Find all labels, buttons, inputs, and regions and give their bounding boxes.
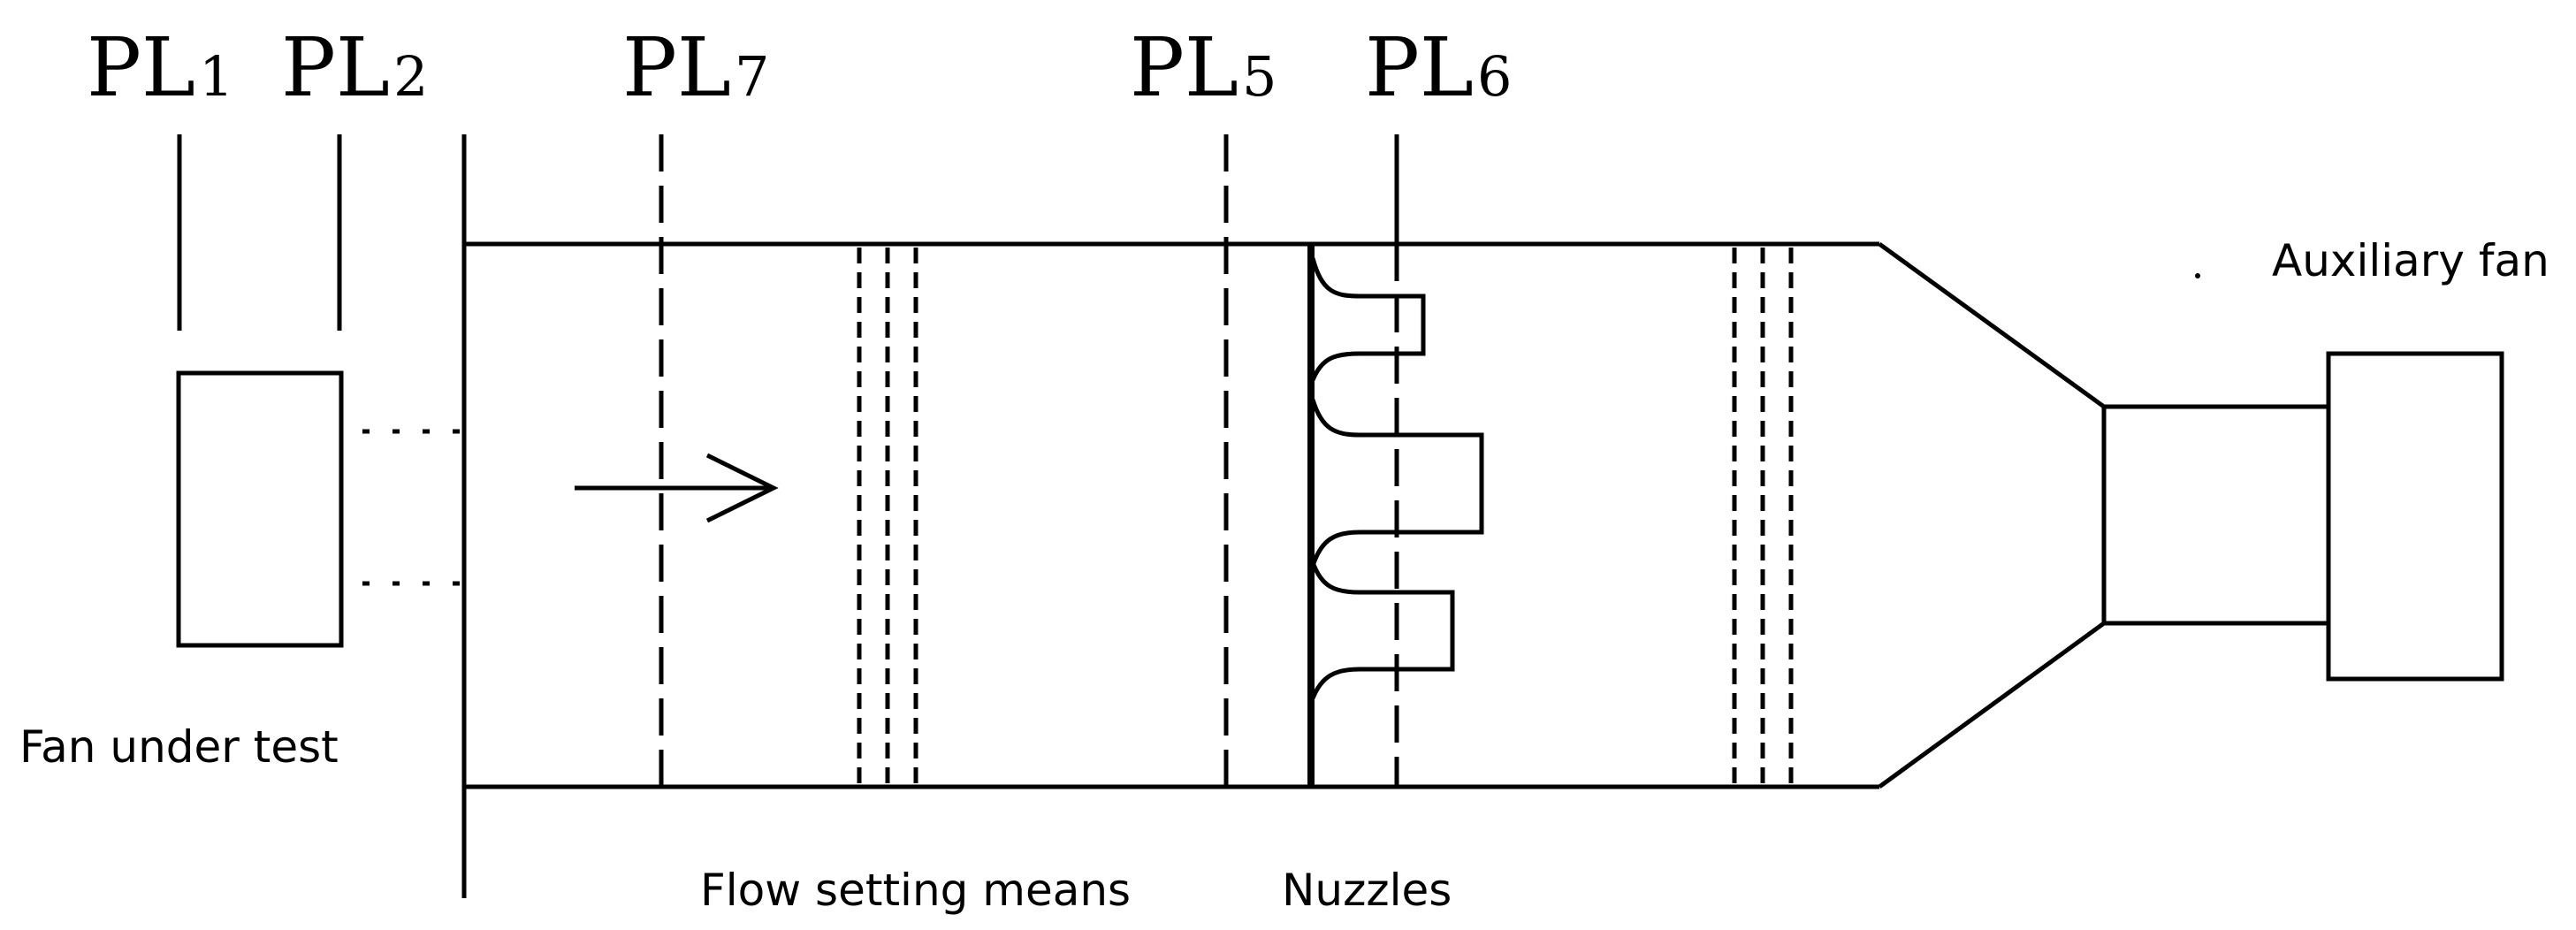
- fan-under-test-label: Fan under test: [19, 721, 339, 773]
- auxiliary-fan-label: Auxiliary fan: [2272, 235, 2549, 286]
- plane-label-main: PL: [1130, 20, 1238, 115]
- plane-label-pl6: PL6: [1365, 20, 1512, 115]
- svg-text:PL5: PL5: [1130, 20, 1277, 115]
- nozzle-bottom: [1310, 561, 1455, 699]
- auxiliary-fan-dot: [2195, 273, 2200, 278]
- plane-label-pl7: PL7: [622, 20, 769, 115]
- plane-label-main: PL: [281, 20, 390, 115]
- settling-screens: [1732, 248, 1794, 787]
- auxiliary-fan-box: [2326, 351, 2504, 682]
- svg-text:PL7: PL7: [622, 20, 769, 115]
- nozzles-group: [1310, 257, 1484, 699]
- plane-label-main: PL: [1365, 20, 1474, 115]
- flow-setting-means-screens: [857, 248, 918, 787]
- nozzles-label: Nuzzles: [1282, 865, 1452, 916]
- transition-cone-bottom: [1878, 621, 2106, 789]
- plane-label-pl5: PL5: [1130, 20, 1277, 115]
- svg-text:PL2: PL2: [281, 20, 428, 115]
- plane-label-subscript: 7: [735, 44, 769, 109]
- flow-arrow-icon: [575, 453, 779, 523]
- plane-label-pl2: PL2: [281, 20, 428, 115]
- plane-label-main: PL: [622, 20, 731, 115]
- nozzle-top: [1310, 257, 1426, 381]
- plane-label-subscript: 6: [1477, 44, 1512, 109]
- plane-label-subscript: 5: [1242, 44, 1277, 109]
- plane-label-main: PL: [87, 20, 195, 115]
- plane-label-subscript: 1: [199, 44, 233, 109]
- plane-label-pl1: PL1: [87, 20, 233, 115]
- svg-text:PL1: PL1: [87, 20, 233, 115]
- plane-label-subscript: 2: [393, 44, 428, 109]
- svg-text:PL6: PL6: [1365, 20, 1512, 115]
- transition-cone-top: [1878, 241, 2106, 409]
- nozzle-middle: [1310, 399, 1484, 567]
- fan-under-test-box: [176, 370, 344, 648]
- flow-setting-means-label: Flow setting means: [700, 865, 1131, 916]
